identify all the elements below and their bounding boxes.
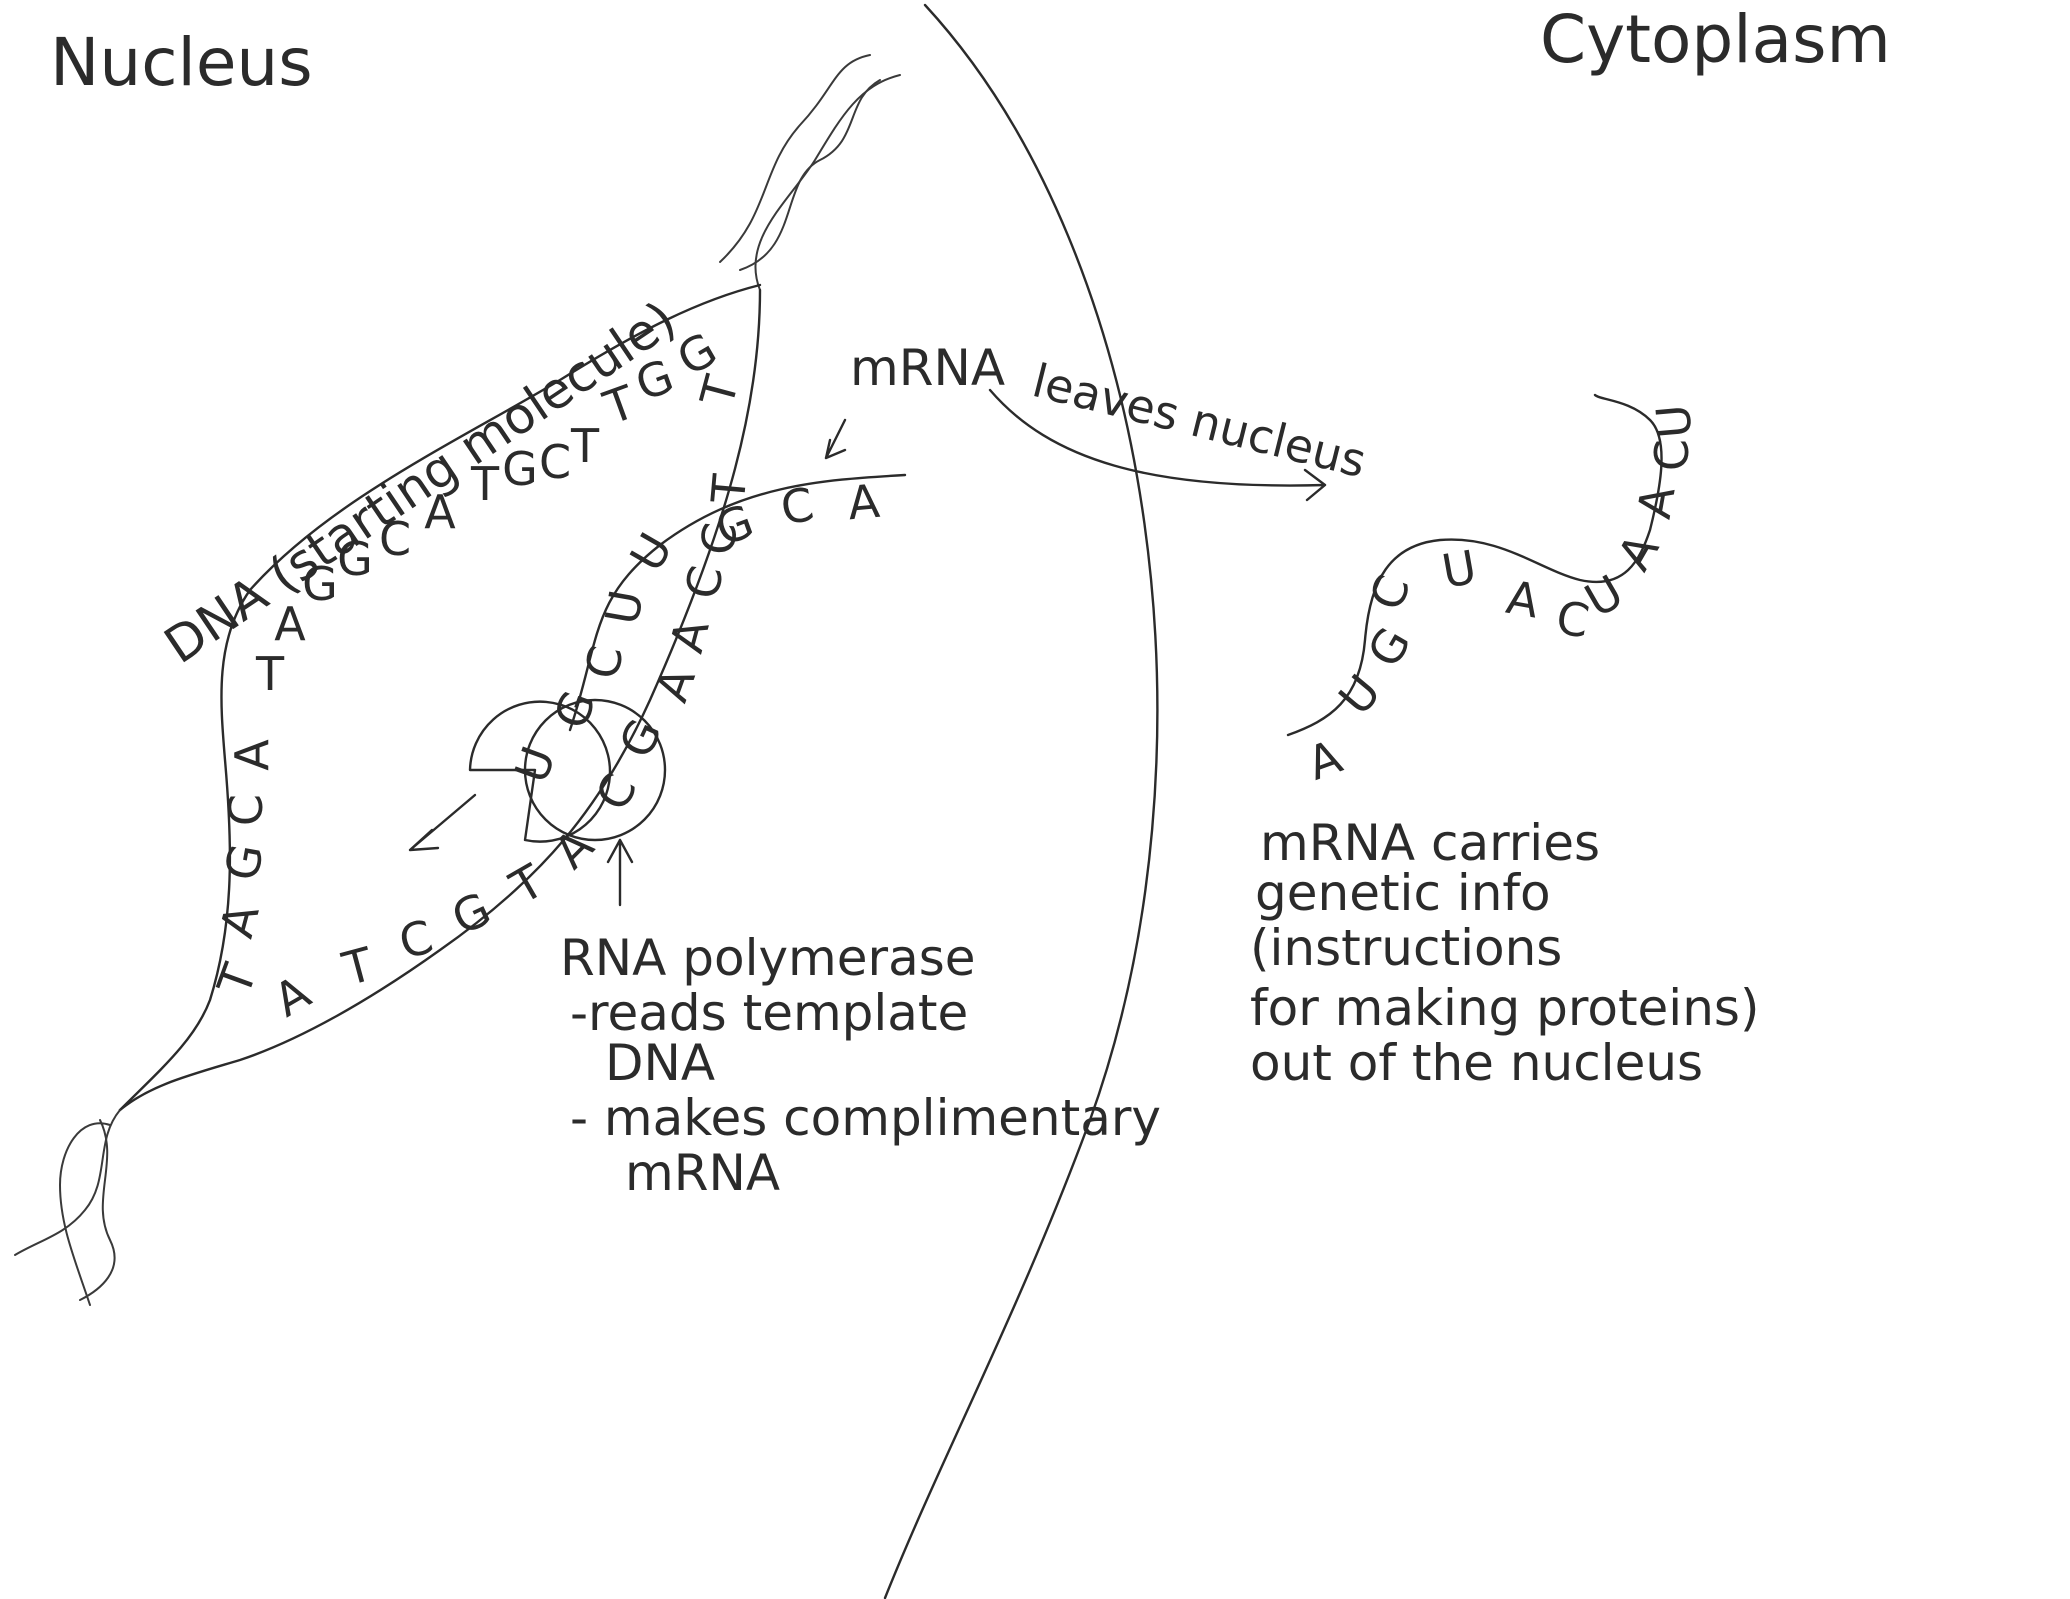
base-letter: C [539, 435, 571, 489]
base-letter: U [1646, 402, 1703, 440]
base-letter: T [570, 419, 600, 473]
polymerase-line-5: mRNA [625, 1144, 780, 1202]
base-letter: C [777, 477, 818, 536]
base-letter: G [629, 348, 681, 411]
base-letter: C [219, 794, 273, 826]
base-letter: A [265, 965, 320, 1028]
base-letter: A [1503, 570, 1544, 629]
carries-line-5: out of the nucleus [1250, 1034, 1703, 1092]
polymerase-line-3: DNA [605, 1034, 715, 1092]
base-letter: A [209, 898, 269, 943]
dna-helix-upper-strand-b [755, 75, 900, 290]
nucleus-label: Nucleus [50, 24, 313, 101]
base-letter: C [379, 512, 411, 566]
base-letter: A [274, 597, 306, 651]
base-letter: G [543, 684, 606, 736]
base-letter: C [1645, 439, 1699, 471]
base-letter: T [255, 647, 285, 701]
base-letter: A [1607, 524, 1670, 579]
base-letter: C [585, 765, 648, 820]
base-letter: G [502, 442, 538, 496]
polymerase-direction-arrow [410, 795, 475, 850]
base-letter: T [336, 937, 379, 997]
base-letter: C [393, 909, 438, 969]
base-letter: G [444, 881, 499, 945]
base-letter: C [575, 642, 634, 683]
base-letter: A [424, 485, 456, 539]
base-letter: A [1627, 482, 1686, 523]
carries-line-2: genetic info [1255, 864, 1551, 922]
base-letter: G [337, 532, 373, 586]
base-letter: C [675, 562, 734, 603]
base-letter: G [302, 557, 338, 611]
base-letter: A [225, 739, 279, 771]
base-letter: U [1438, 540, 1481, 599]
leaves-nucleus-label: leaves nucleus [1027, 353, 1371, 488]
polymerase-line-4: - makes complimentary [570, 1089, 1161, 1147]
carries-line-4: for making proteins) [1250, 979, 1759, 1037]
base-letter: A [644, 660, 706, 709]
base-letter: U [1328, 664, 1391, 725]
base-letter: A [659, 613, 719, 658]
mrna-label: mRNA [850, 339, 1005, 397]
base-letter: A [846, 474, 883, 531]
base-letter: U [595, 586, 654, 629]
base-letter: G [215, 840, 274, 884]
base-letter: U [504, 739, 566, 789]
cytoplasm-label: Cytoplasm [1540, 1, 1891, 78]
base-letter: A [1301, 729, 1350, 791]
base-letter: A [543, 818, 604, 879]
nuclear-membrane [885, 5, 1157, 1598]
carries-line-3: (instructions [1250, 919, 1562, 977]
polymerase-pointer-arrow [608, 840, 632, 905]
polymerase-line-1: RNA polymerase [560, 929, 976, 987]
base-letter: T [470, 457, 500, 511]
base-letter: T [206, 956, 267, 1003]
base-letter: T [596, 374, 643, 435]
base-letter: T [500, 853, 553, 915]
base-letter: U [619, 524, 683, 580]
mrna-pointer-arrow [826, 420, 845, 458]
dna-helix-upper-strand-a [720, 55, 870, 262]
